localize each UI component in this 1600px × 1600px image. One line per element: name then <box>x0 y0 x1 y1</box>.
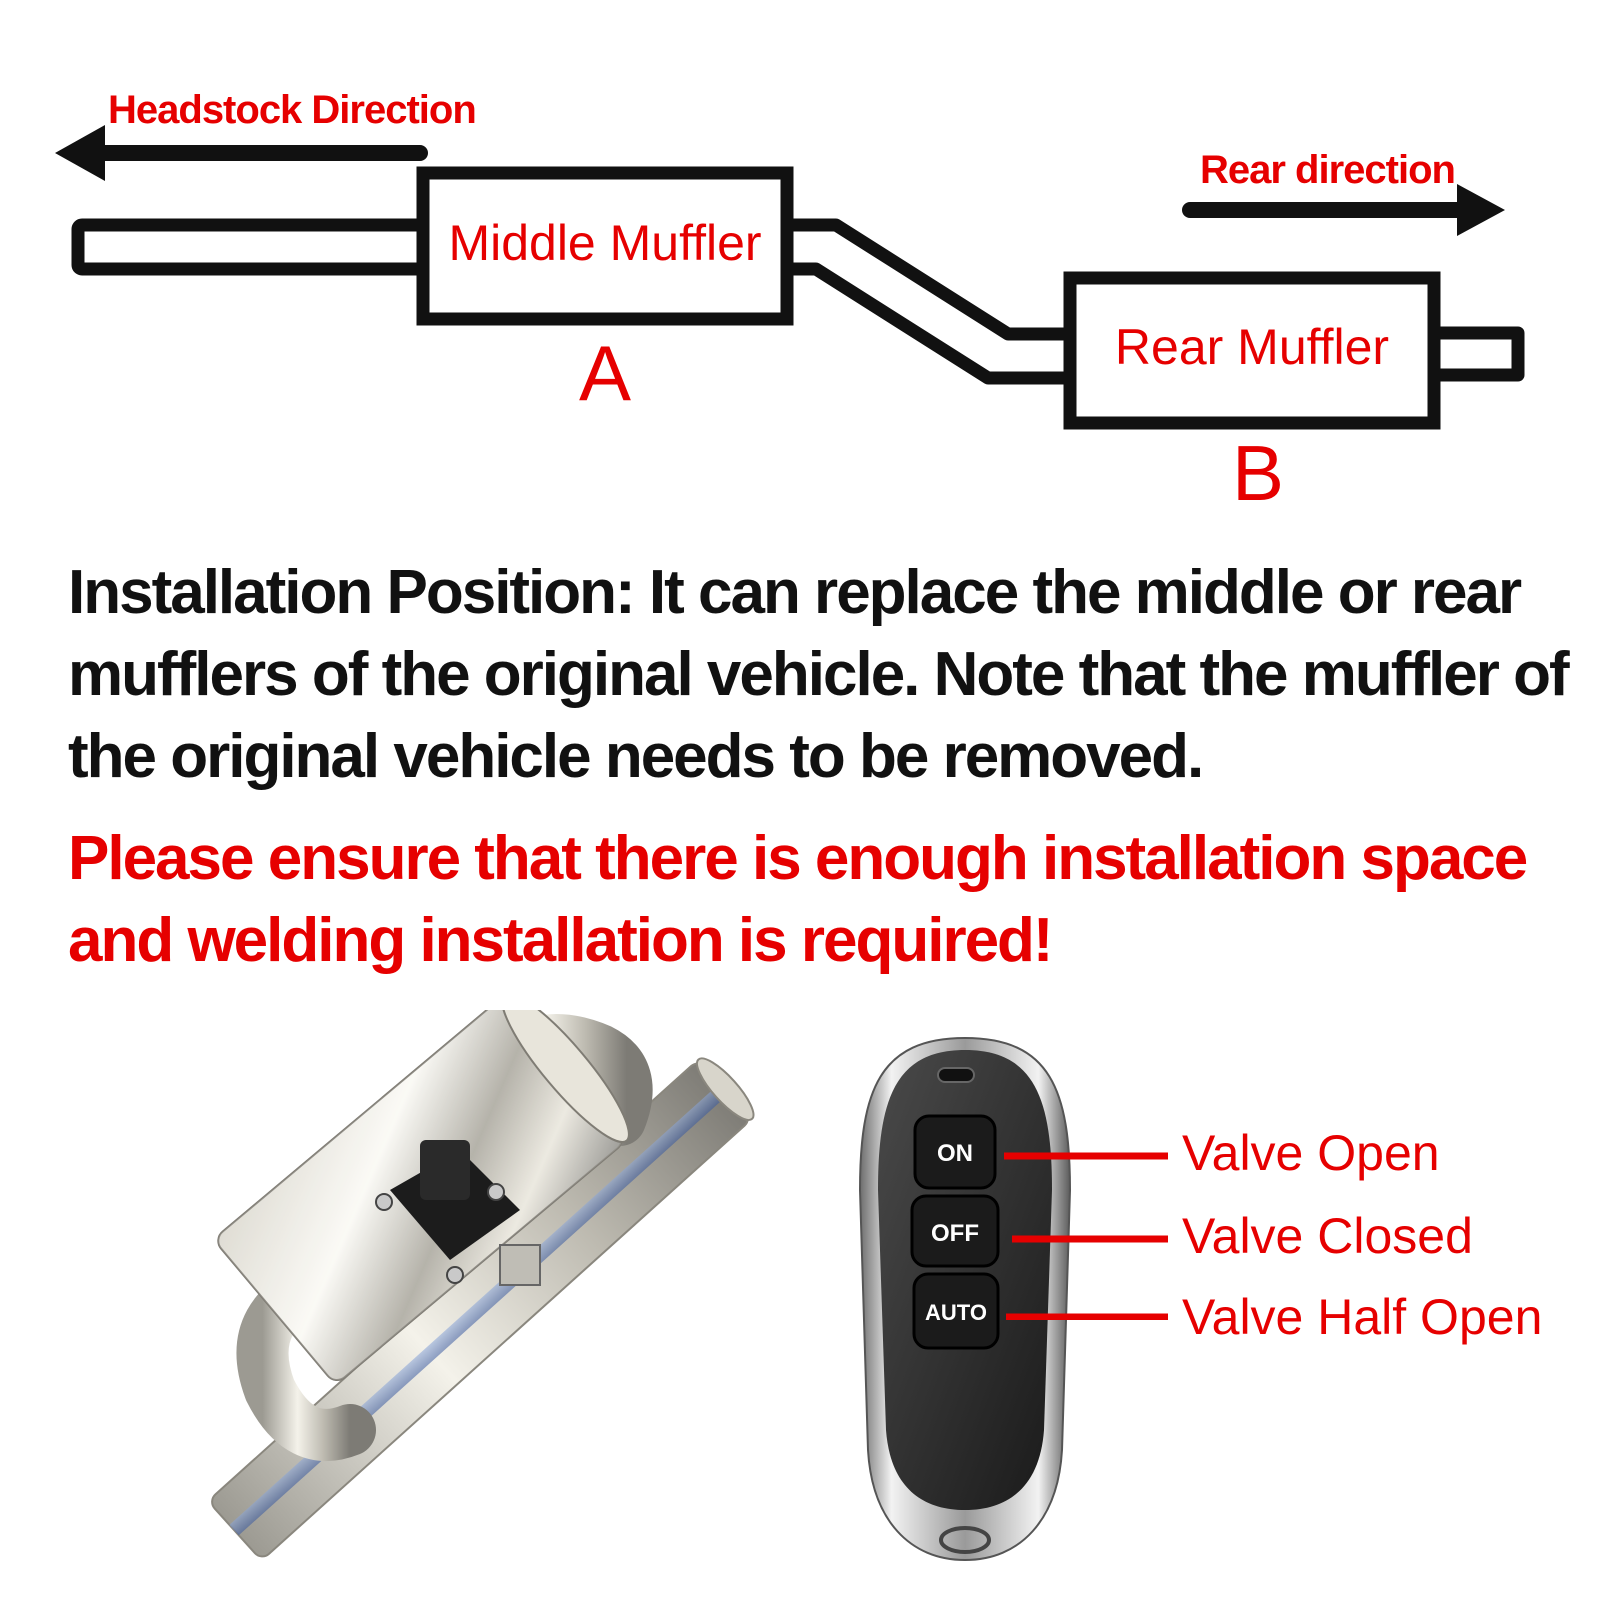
valve-half-open-label: Valve Half Open <box>1182 1289 1543 1345</box>
middle-muffler-label: Middle Muffler <box>448 215 762 271</box>
valve-closed-label: Valve Closed <box>1182 1208 1473 1264</box>
remote-button-auto-label: AUTO <box>925 1300 987 1325</box>
remote-control-image: ON OFF AUTO <box>858 1036 1072 1562</box>
inlet-pipe <box>71 218 431 276</box>
middle-muffler-box <box>416 166 794 326</box>
remote-button-auto: AUTO <box>912 1272 1000 1350</box>
remote-button-on: ON <box>913 1114 997 1190</box>
installation-position-text: Installation Position: It can replace th… <box>68 558 1570 791</box>
outlet-pipe <box>1434 326 1525 382</box>
valve-open-label: Valve Open <box>1182 1125 1440 1181</box>
remote-button-off-label: OFF <box>931 1220 979 1247</box>
valve-actuator <box>375 1140 541 1286</box>
rear-direction-arrow <box>1182 184 1505 236</box>
rear-muffler-box <box>1063 271 1441 430</box>
exhaust-diagram <box>55 125 1525 430</box>
connecting-pipe <box>787 218 1070 385</box>
rear-muffler-label: Rear Muffler <box>1114 319 1390 375</box>
headstock-arrow <box>55 125 428 181</box>
rear-muffler-letter: B <box>1231 429 1285 517</box>
valve-pointer-lines <box>1004 1152 1168 1320</box>
middle-muffler-letter: A <box>578 329 632 417</box>
remote-button-on-label: ON <box>937 1140 973 1167</box>
remote-button-off: OFF <box>910 1194 1000 1268</box>
rear-direction-label: Rear direction <box>1200 148 1456 192</box>
valve-muffler-image <box>211 1010 755 1558</box>
headstock-direction-label: Headstock Direction <box>108 88 477 132</box>
installation-warning-text: Please ensure that there is enough insta… <box>68 824 1528 975</box>
